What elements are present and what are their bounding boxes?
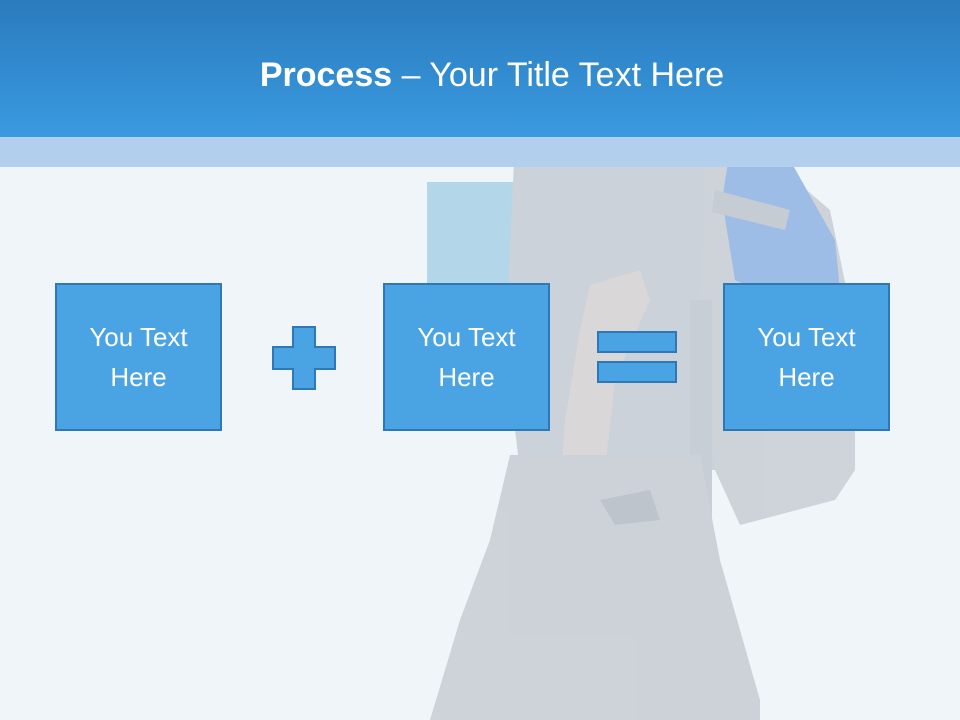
process-box-2-text: You Text Here	[417, 322, 516, 392]
process-box-3[interactable]: You Text Here	[723, 283, 890, 431]
process-box-2[interactable]: You Text Here	[383, 283, 550, 431]
plus-icon[interactable]	[271, 325, 337, 391]
equals-icon[interactable]	[596, 330, 678, 384]
slide-title[interactable]: Process – Your Title Text Here	[0, 52, 960, 98]
title-dash: –	[392, 56, 430, 94]
process-box-3-text: You Text Here	[757, 322, 856, 392]
process-box-1[interactable]: You Text Here	[55, 283, 222, 431]
header-band	[0, 137, 960, 167]
process-box-1-text: You Text Here	[89, 322, 188, 392]
title-header	[0, 0, 960, 137]
title-rest: Your Title Text Here	[429, 56, 725, 94]
title-bold: Process	[259, 56, 393, 94]
